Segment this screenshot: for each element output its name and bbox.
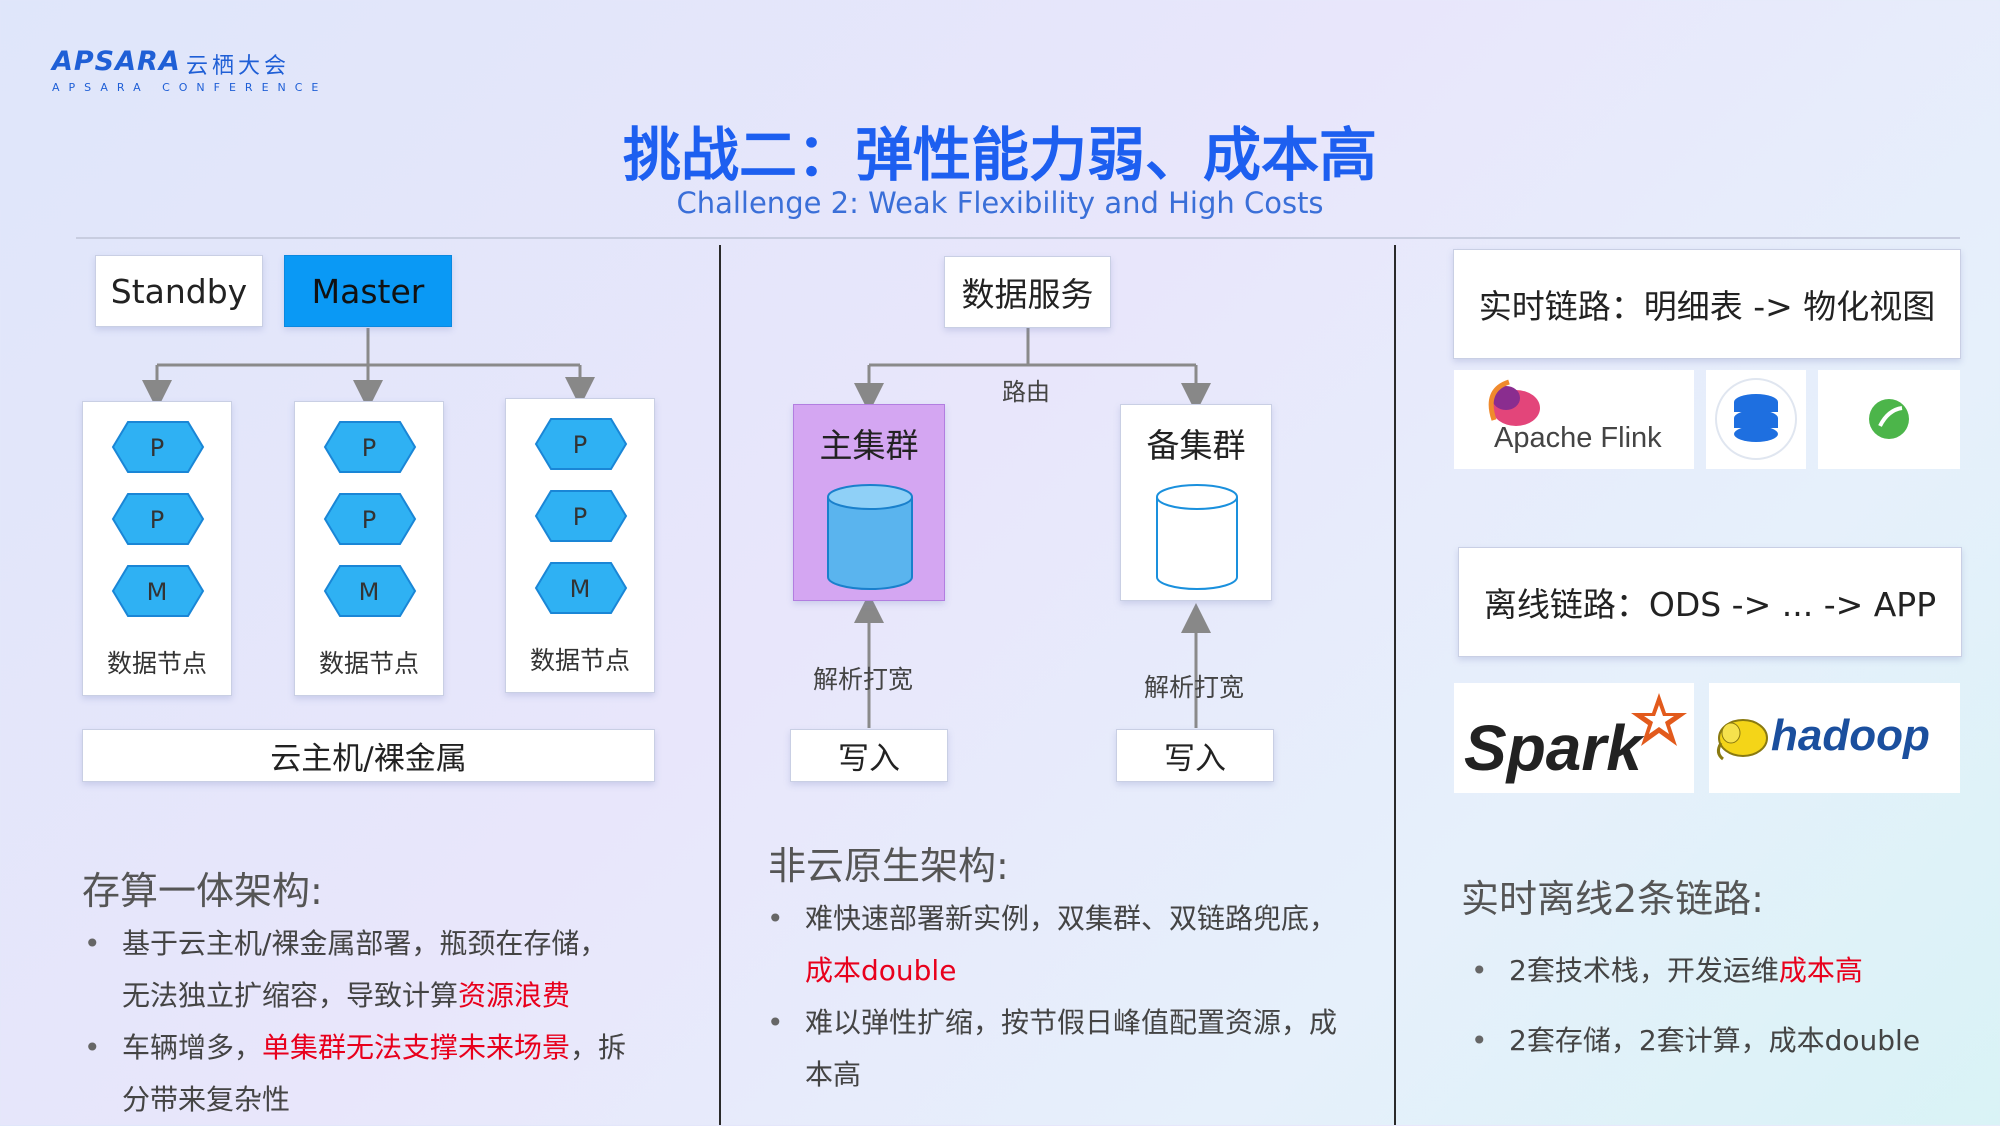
- data-node-label: 数据节点: [318, 649, 419, 678]
- chip-label: M: [358, 578, 380, 606]
- chip-label: P: [361, 434, 377, 462]
- chip-hexagon: [111, 565, 205, 617]
- data-node-3: P P M 数据节点: [505, 398, 655, 693]
- primary-cylinder-icon: [827, 484, 913, 590]
- column-divider-1: [719, 245, 721, 1125]
- backup-cluster: 备集群: [1120, 404, 1272, 601]
- write-box-2: 写入: [1116, 729, 1274, 782]
- cloud-host-box: 云主机/裸金属: [82, 729, 655, 782]
- left-bullet-1: •基于云主机/裸金属部署，瓶颈在存储， 无法独立扩缩容，导致计算资源浪费: [84, 927, 608, 1012]
- middle-bullet-1: •难快速部署新实例，双集群、双链路兜底， 成本double: [767, 902, 1338, 987]
- spring-logo: [1818, 370, 1960, 469]
- apsara-logo-cn: 云栖大会: [186, 54, 291, 79]
- hadoop-logo: hadoop: [1709, 683, 1960, 793]
- title-divider: [76, 237, 1960, 239]
- hadoop-elephant-icon: [1716, 719, 1768, 761]
- hadoop-text: hadoop: [1771, 711, 1930, 760]
- middle-bullet-2: •难以弹性扩缩，按节假日峰值配置资源，成 本高: [767, 1006, 1338, 1091]
- chip-hexagon: [111, 421, 205, 473]
- chip-label: P: [572, 503, 588, 531]
- chip-hexagon: [323, 421, 417, 473]
- data-node-2: P P M 数据节点: [294, 401, 444, 696]
- red-highlight: 单集群无法支撑未来场景: [262, 1031, 571, 1064]
- chip-label: P: [149, 506, 165, 534]
- backup-cluster-label: 备集群: [1146, 426, 1246, 465]
- database-icon: [1715, 378, 1797, 460]
- left-bullet-2: •车辆增多，单集群无法支撑未来场景，拆 分带来复杂性: [84, 1031, 627, 1116]
- right-bullet-2: •2套存储，2套计算，成本double: [1471, 1024, 1921, 1057]
- node-chips-3: [534, 418, 628, 614]
- page-subtitle: Challenge 2: Weak Flexibility and High C…: [676, 186, 1324, 220]
- chip-hexagon: [323, 565, 417, 617]
- chip-hexagon: [323, 493, 417, 545]
- database-logo: [1706, 370, 1806, 469]
- offline-link-box: 离线链路：ODS -> ... -> APP: [1458, 547, 1962, 657]
- flink-squirrel-icon: [1488, 379, 1540, 426]
- node-chips-1: [111, 421, 205, 617]
- data-node-label: 数据节点: [529, 646, 630, 675]
- data-service-box: 数据服务: [944, 256, 1111, 328]
- chip-hexagon: [534, 418, 628, 470]
- chip-hexagon: [534, 562, 628, 614]
- red-highlight: 资源浪费: [458, 979, 571, 1012]
- column-divider-2: [1394, 245, 1396, 1125]
- primary-cluster-label: 主集群: [819, 426, 919, 465]
- data-node-1: P P M 数据节点: [82, 401, 232, 696]
- red-highlight: 成本高: [1778, 954, 1863, 987]
- middle-heading: 非云原生架构:: [768, 844, 1009, 888]
- route-label: 路由: [1002, 378, 1050, 406]
- data-node-label: 数据节点: [106, 649, 207, 678]
- apsara-logo: APSARA: [52, 46, 181, 77]
- chip-label: M: [569, 575, 591, 603]
- spark-logo: Spark: [1454, 683, 1694, 793]
- right-bullet-1: •2套技术栈，开发运维成本高: [1471, 954, 1863, 987]
- chip-hexagon: [534, 490, 628, 542]
- page-title: 挑战二：弹性能力弱、成本高: [622, 121, 1377, 189]
- primary-cluster: 主集群: [793, 404, 945, 601]
- realtime-link-box: 实时链路：明细表 -> 物化视图: [1453, 249, 1961, 359]
- flink-logo: Apache Flink: [1454, 370, 1694, 469]
- parse-label-2: 解析打宽: [1144, 673, 1245, 702]
- chip-label: P: [361, 506, 377, 534]
- parse-label-1: 解析打宽: [813, 665, 914, 694]
- chip-label: P: [149, 434, 165, 462]
- spark-star-icon: [1631, 693, 1687, 746]
- node-chips-2: [323, 421, 417, 617]
- chip-label: M: [146, 578, 168, 606]
- master-box: Master: [284, 255, 452, 327]
- spark-text: Spark: [1464, 712, 1642, 784]
- left-heading: 存算一体架构:: [82, 869, 323, 913]
- leaf-icon: [1869, 399, 1909, 439]
- backup-cylinder-icon: [1156, 484, 1238, 590]
- red-highlight: 成本double: [805, 954, 957, 987]
- standby-box: Standby: [95, 255, 263, 327]
- flink-text: Apache Flink: [1494, 422, 1662, 454]
- right-heading: 实时离线2条链路:: [1461, 877, 1764, 921]
- chip-hexagon: [111, 493, 205, 545]
- write-box-1: 写入: [790, 729, 948, 782]
- chip-label: P: [572, 431, 588, 459]
- apsara-logo-sub: APSARA CONFERENCE: [52, 81, 328, 94]
